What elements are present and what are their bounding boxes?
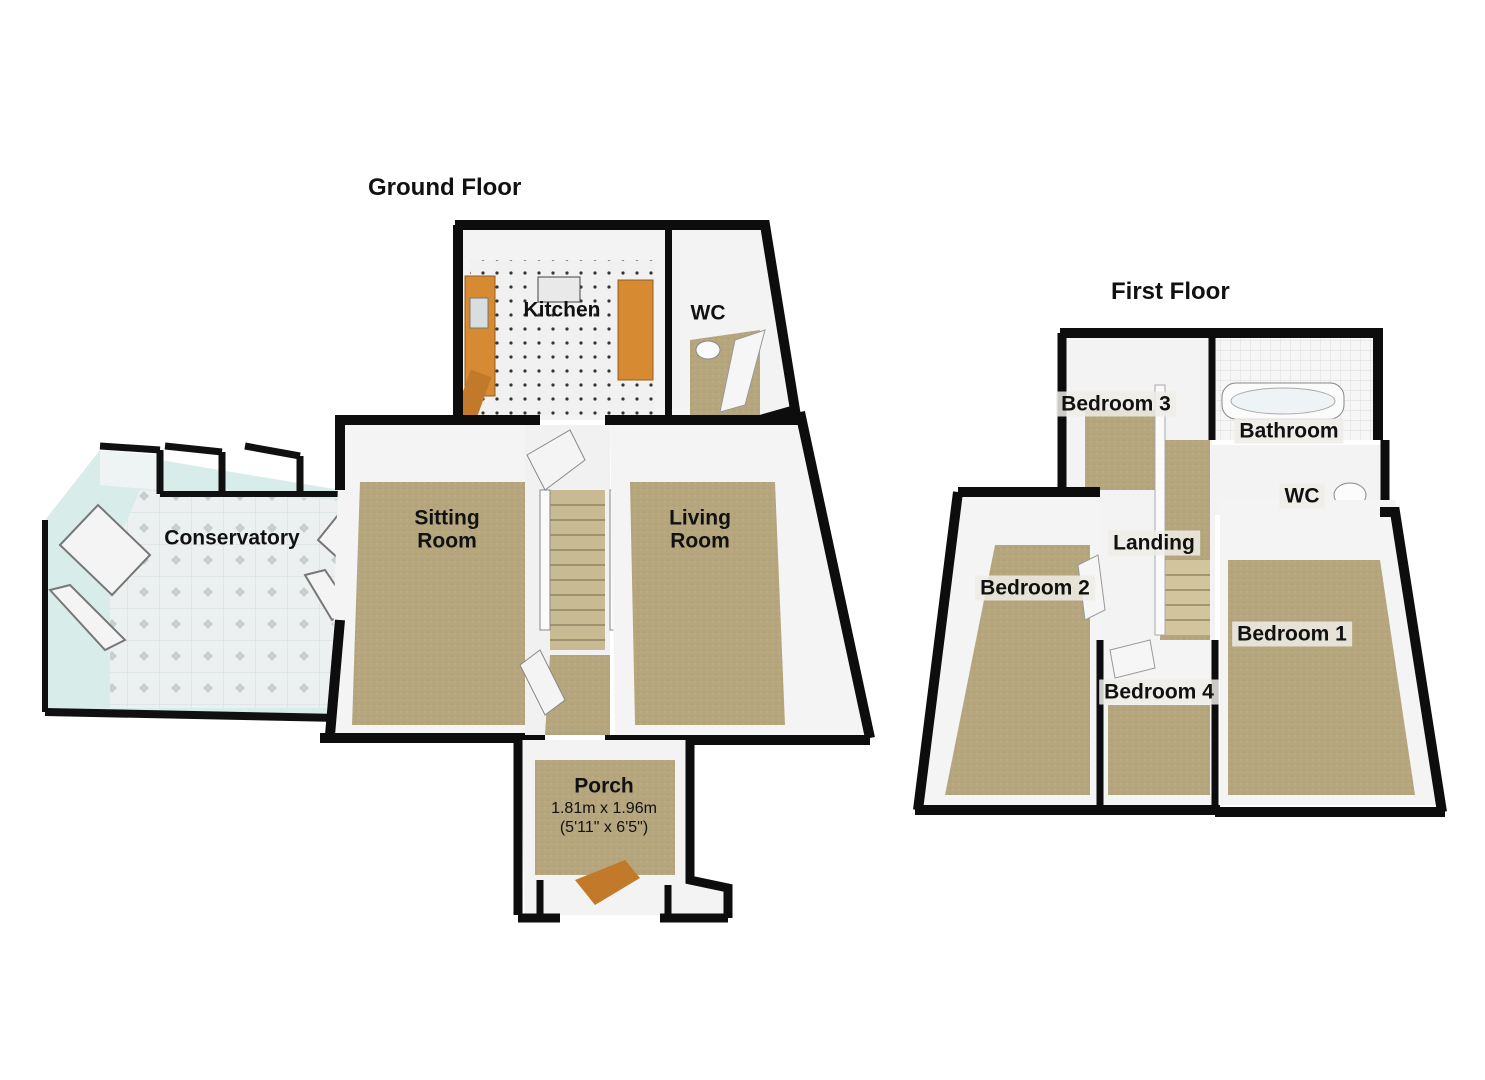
- porch-dimensions-metric: 1.81m x 1.96m: [551, 800, 657, 817]
- ground-floor-title: Ground Floor: [368, 174, 522, 201]
- bedroom-1-label: Bedroom 1: [1232, 621, 1352, 647]
- conservatory-room: [42, 442, 362, 722]
- bathroom-room: [1208, 328, 1383, 440]
- bedroom-2-room: [913, 487, 1106, 815]
- kitchen-label: Kitchen: [523, 298, 601, 322]
- living-room-label-line1: Living: [669, 506, 731, 530]
- living-room: [605, 410, 875, 745]
- living-room-label-line2: Room: [670, 529, 730, 553]
- porch-dimensions-imperial: (5'11" x 6'5"): [559, 819, 649, 836]
- sitting-room: [320, 415, 545, 743]
- landing-label: Landing: [1108, 530, 1200, 556]
- porch-label: Porch: [574, 774, 634, 798]
- first-wc-label: WC: [1279, 483, 1325, 509]
- sitting-room-label-line2: Room: [417, 529, 477, 553]
- ground-wc-room: [670, 220, 801, 425]
- conservatory-label: Conservatory: [164, 526, 300, 550]
- ground-wc-label: WC: [690, 301, 726, 325]
- bedroom-3-label: Bedroom 3: [1056, 391, 1176, 417]
- hall-stairs: [519, 425, 661, 735]
- first-floor-title: First Floor: [1111, 278, 1230, 305]
- bedroom-1-room: [1215, 500, 1447, 817]
- kitchen-room: [453, 220, 675, 423]
- sitting-room-label-line1: Sitting: [414, 506, 480, 530]
- bedroom-2-label: Bedroom 2: [975, 575, 1095, 601]
- bedroom-4-room: [1090, 639, 1220, 815]
- bedroom-4-label: Bedroom 4: [1099, 679, 1219, 705]
- bathroom-label: Bathroom: [1234, 418, 1344, 444]
- porch-room: [513, 740, 733, 923]
